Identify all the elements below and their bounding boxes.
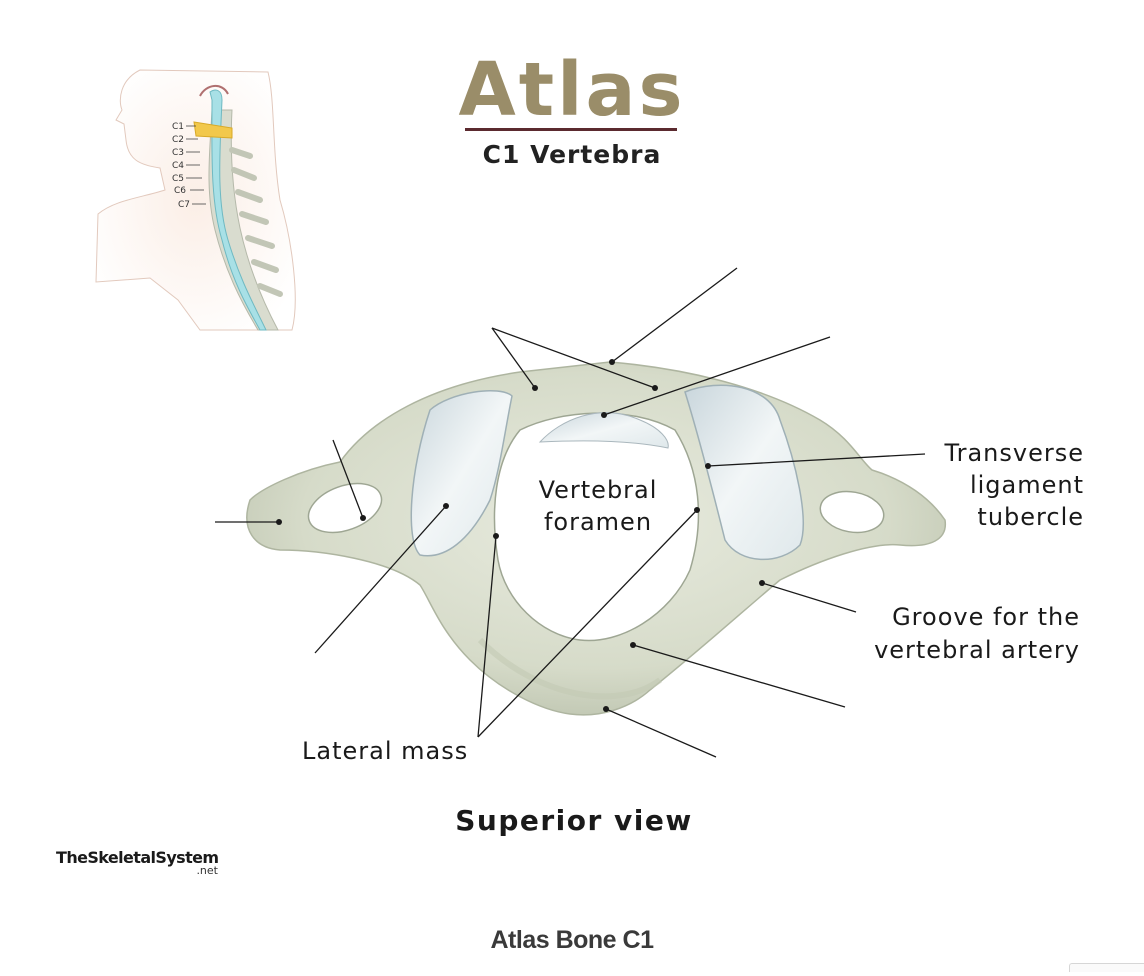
skull-base <box>199 85 229 97</box>
level-label-c5: C5 <box>172 174 184 184</box>
label-vertebral-foramen-2: foramen <box>544 508 652 536</box>
posterior-arch-shading <box>477 637 662 700</box>
diagram-title: Atlas <box>459 47 686 133</box>
title-rule <box>465 128 677 131</box>
label-groove-2: vertebral artery <box>874 636 1080 664</box>
label-transverse-ligament-3: tubercle <box>977 503 1084 531</box>
left-articular-facet <box>410 390 513 557</box>
neck-inset: C1 C2 C3 C4 C5 C6 C7 <box>95 69 296 331</box>
vertebral-spines <box>229 147 283 297</box>
site-logo: TheSkeletalSystem .net <box>56 848 219 877</box>
level-leaders <box>186 125 206 205</box>
diagram-subtitle: C1 Vertebra <box>483 140 662 169</box>
level-labels: C1 C2 C3 C4 C5 C6 C7 <box>172 122 190 210</box>
vertebral-foramen <box>493 412 700 642</box>
label-lateral-mass: Lateral mass <box>302 737 468 765</box>
figure-caption: Atlas Bone C1 <box>490 926 654 954</box>
dens-facet <box>538 412 669 449</box>
c1-highlight <box>193 121 233 139</box>
right-transverse-foramen <box>819 490 885 534</box>
level-label-c4: C4 <box>172 161 184 171</box>
logo-brand: TheSkeletalSystem <box>56 848 218 867</box>
spinal-cord <box>209 89 267 331</box>
logo-suffix: .net <box>196 864 218 877</box>
level-label-c6: C6 <box>174 186 186 196</box>
level-label-c1: C1 <box>172 122 184 132</box>
level-label-c2: C2 <box>172 135 184 145</box>
right-articular-facet <box>684 384 804 561</box>
label-vertebral-foramen-1: Vertebral <box>539 476 658 504</box>
view-label: Superior view <box>455 804 693 837</box>
leader-dots <box>276 359 765 712</box>
leader-lines <box>215 267 926 758</box>
label-transverse-ligament-1: Transverse <box>943 439 1084 467</box>
vertebral-column <box>208 109 279 331</box>
label-groove-1: Groove for the <box>892 603 1080 631</box>
atlas-bone <box>246 361 946 716</box>
corner-tab[interactable] <box>1069 963 1144 972</box>
level-label-c3: C3 <box>172 148 184 158</box>
label-transverse-ligament-2: ligament <box>970 471 1084 499</box>
structure-labels: Vertebral foramen Transverse ligament tu… <box>302 439 1084 765</box>
level-label-c7: C7 <box>178 200 190 210</box>
